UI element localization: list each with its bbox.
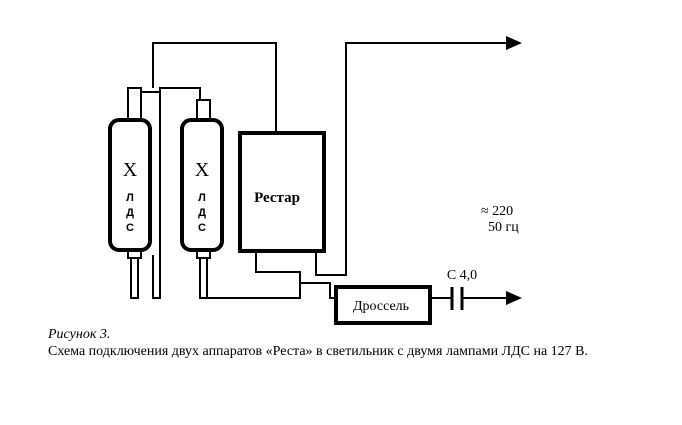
wire-lamp2-bottom [199,255,208,299]
wire-supply-top [345,42,506,270]
lamp-2-char-2: Д [198,207,206,219]
supply-arrow-top [506,36,522,50]
wire-lamp1-return [152,92,161,299]
lamp-1-mark: X [123,159,138,181]
restar-device: Рестар [238,131,326,253]
supply-frequency: 50 гц [488,220,519,235]
wire-restar-left [255,252,301,283]
figure-description: Схема подключения двух аппаратов «Реста»… [48,344,589,359]
capacitor-label: С 4,0 [447,268,477,283]
lamp-2-mark: X [195,159,210,181]
choke: Дроссель [334,285,432,325]
lamp-2-char-1: Л [198,192,206,204]
supply-voltage: ≈ 220 [481,204,513,219]
figure-caption: Рисунок 3. Схема подключения двух аппара… [48,326,648,360]
wire-restar-right [315,252,347,276]
wire-lamp1-bottom [130,255,139,299]
wires [130,42,506,299]
supply-arrow-bottom [506,291,522,305]
capacitor: С 4,0 [447,268,477,310]
wire-lamp1-lamp2-top [137,87,201,100]
lamp-2: X Л Д С [180,99,224,259]
wire-top-restar [152,42,277,133]
lamp-1-char-2: Д [126,207,134,219]
wire-lamp2-choke [207,283,301,299]
choke-label: Дроссель [353,299,409,314]
lamp-1-char-3: С [126,222,134,234]
figure-number: Рисунок 3. [48,327,111,342]
lamp-2-char-3: С [198,222,206,234]
wire-to-choke [300,282,336,299]
restar-label: Рестар [254,190,300,206]
lamp-1-char-1: Л [126,192,134,204]
lamp-1: X Л Д С [108,87,152,259]
